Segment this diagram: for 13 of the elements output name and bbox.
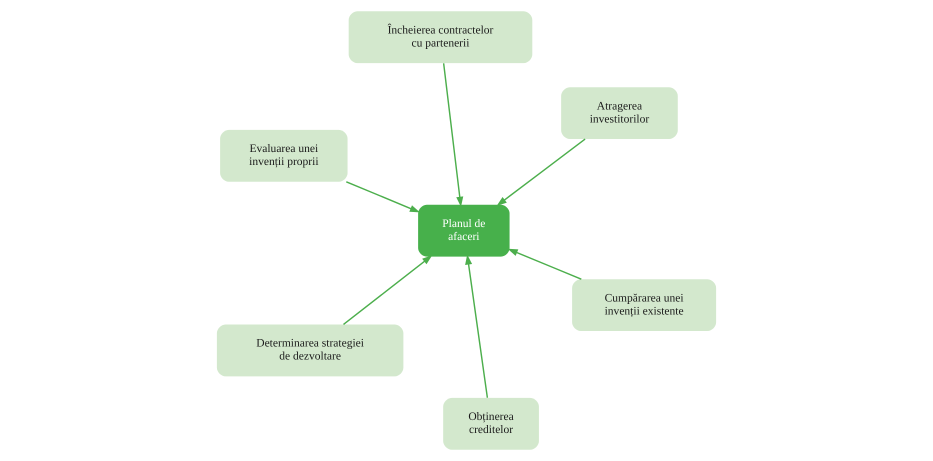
node-box: Cumpărarea unei invenții existente [572,279,716,332]
arrow [465,254,488,398]
node-box: Planul de afaceri [418,204,510,257]
arrow [496,138,586,206]
arrow [442,63,464,207]
arrow [508,248,582,280]
node-box: Evaluarea unei invenții proprii [220,130,348,182]
arrow [343,255,432,326]
node-box: Încheierea contractelor cu partenerii [348,11,532,64]
node-box: Atragerea investitorilor [561,87,678,140]
arrow [346,181,420,212]
node-box: Determinarea strategiei de dezvoltare [216,324,404,376]
node-box: Obținerea creditelor [443,398,539,450]
